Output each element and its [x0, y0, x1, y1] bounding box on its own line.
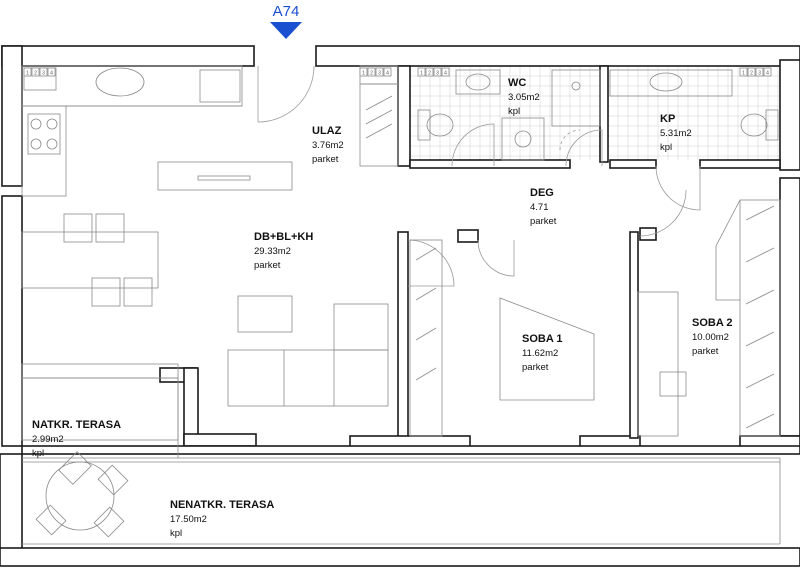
tile-hatching [409, 65, 780, 160]
svg-text:KP: KP [660, 113, 675, 125]
soba2-furniture [637, 199, 781, 437]
svg-text:parket: parket [254, 260, 281, 271]
svg-text:11.62m2: 11.62m2 [522, 348, 558, 359]
entrance-arrow [270, 22, 302, 39]
kp-toilet-icon [740, 109, 779, 141]
switch-label: 3 [758, 70, 761, 76]
svg-text:parket: parket [692, 346, 719, 357]
switch-label: 2 [750, 70, 753, 76]
room-label-living: DB+BL+KH 29.33m2 parket [254, 231, 313, 271]
svg-text:SOBA 1: SOBA 1 [522, 333, 563, 345]
washbasin-icon [465, 73, 491, 91]
room-labels: ULAZ 3.76m2 parket WC 3.05m2 kpl KP 5.31… [32, 77, 733, 539]
switch-label: 1 [362, 70, 365, 76]
svg-text:17.50m2: 17.50m2 [170, 514, 207, 525]
room-label-nenatkr-terasa: NENATKR. TERASA 17.50m2 kpl [170, 499, 274, 539]
switch-label: 4 [766, 70, 769, 76]
svg-text:2.99m2: 2.99m2 [32, 434, 64, 445]
room-label-ulaz: ULAZ 3.76m2 parket [312, 125, 344, 165]
entrance-wardrobe [359, 65, 399, 167]
svg-text:kpl: kpl [32, 448, 44, 459]
bed-soba1 [499, 297, 595, 401]
toilet-icon [417, 109, 454, 141]
switch-label: 2 [428, 70, 431, 76]
room-label-soba2: SOBA 2 10.00m2 parket [692, 317, 733, 357]
room-label-wc: WC 3.05m2 kpl [508, 77, 540, 117]
switch-label: 4 [50, 70, 53, 76]
svg-text:3.05m2: 3.05m2 [508, 92, 540, 103]
switch-label: 4 [386, 70, 389, 76]
switch-label: 3 [378, 70, 381, 76]
svg-text:WC: WC [508, 77, 526, 89]
svg-text:NATKR. TERASA: NATKR. TERASA [32, 419, 121, 431]
svg-text:parket: parket [312, 154, 339, 165]
outer-walls [0, 45, 800, 567]
doors [257, 65, 701, 287]
svg-text:NENATKR. TERASA: NENATKR. TERASA [170, 499, 274, 511]
svg-text:DB+BL+KH: DB+BL+KH [254, 231, 313, 243]
room-label-deg: DEG 4.71 parket [530, 187, 557, 227]
soba1-furniture [409, 239, 595, 437]
svg-text:5.31m2: 5.31m2 [660, 128, 692, 139]
switch-label: 1 [420, 70, 423, 76]
switch-label: 3 [42, 70, 45, 76]
kp-fixtures [551, 69, 779, 141]
svg-text:parket: parket [522, 362, 549, 373]
entrance-marker: A74 [270, 3, 302, 39]
svg-text:4.71: 4.71 [530, 202, 549, 213]
switch-label: 4 [444, 70, 447, 76]
room-label-natkr-terasa: NATKR. TERASA 2.99m2 kpl [32, 419, 121, 459]
svg-text:kpl: kpl [170, 528, 182, 539]
svg-text:kpl: kpl [660, 142, 672, 153]
svg-text:DEG: DEG [530, 187, 554, 199]
room-label-kp: KP 5.31m2 kpl [660, 113, 692, 153]
switch-label: 1 [26, 70, 29, 76]
terraces [21, 377, 781, 545]
svg-text:SOBA 2: SOBA 2 [692, 317, 733, 329]
shower-tray-icon [501, 117, 545, 161]
dining-set [21, 213, 159, 307]
living-furniture [21, 295, 389, 407]
kitchen [21, 65, 293, 197]
switch-label: 2 [370, 70, 373, 76]
terrace-table [35, 451, 129, 538]
svg-text:3.76m2: 3.76m2 [312, 140, 344, 151]
svg-text:parket: parket [530, 216, 557, 227]
svg-text:kpl: kpl [508, 106, 520, 117]
room-label-soba1: SOBA 1 11.62m2 parket [522, 333, 563, 373]
switch-label: 1 [742, 70, 745, 76]
wc-fixtures [417, 69, 545, 161]
sink-icon [95, 67, 145, 97]
svg-text:10.00m2: 10.00m2 [692, 332, 729, 343]
switch-label: 3 [436, 70, 439, 76]
apartment-marker-label: A74 [273, 3, 300, 20]
kp-washbasin-icon [649, 72, 683, 92]
svg-text:ULAZ: ULAZ [312, 125, 342, 137]
cooktop-icon [27, 113, 61, 155]
svg-text:29.33m2: 29.33m2 [254, 246, 291, 257]
switch-label: 2 [34, 70, 37, 76]
